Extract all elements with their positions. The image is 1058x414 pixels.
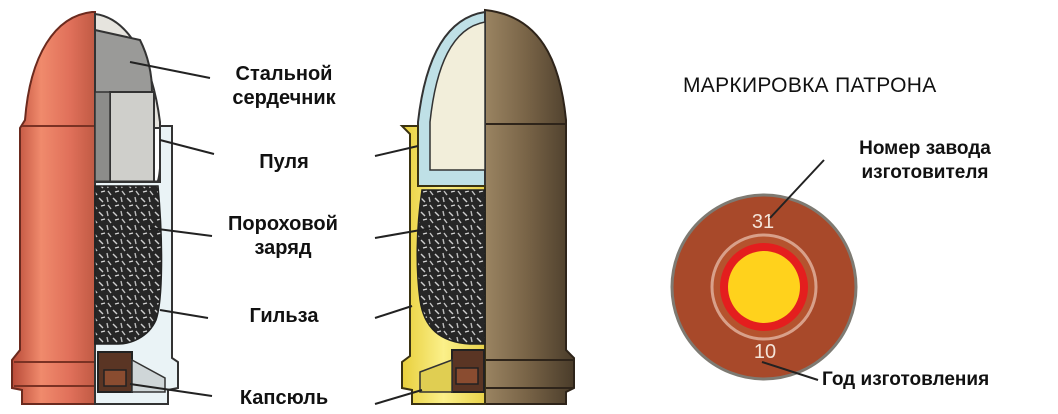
marking-title: МАРКИРОВКА ПАТРОНА bbox=[683, 74, 937, 98]
left-powder bbox=[95, 186, 162, 344]
label-primer: Капсюль bbox=[214, 386, 354, 410]
right-cartridge bbox=[402, 10, 574, 404]
label-factory-line2: изготовителя bbox=[830, 161, 1020, 185]
label-powder: Пороховой заряд bbox=[208, 212, 358, 260]
label-powder-line1: Пороховой bbox=[208, 212, 358, 236]
label-bullet: Пуля bbox=[214, 150, 354, 174]
factory-number: 31 bbox=[752, 211, 774, 233]
left-jacket bbox=[12, 12, 95, 404]
label-steel-core-line1: Стальной bbox=[214, 62, 354, 86]
label-steel-core-line2: сердечник bbox=[214, 86, 354, 110]
label-factory-number: Номер завода изготовителя bbox=[830, 137, 1020, 185]
label-year: Год изготовления bbox=[822, 368, 989, 392]
primer-yellow-center bbox=[728, 251, 800, 323]
label-steel-core: Стальной сердечник bbox=[214, 62, 354, 110]
headstamp: 31 10 bbox=[672, 160, 856, 380]
year-number: 10 bbox=[754, 341, 776, 363]
label-powder-line2: заряд bbox=[208, 236, 358, 260]
label-case: Гильза bbox=[214, 304, 354, 328]
right-powder bbox=[417, 190, 485, 344]
label-factory-line1: Номер завода bbox=[830, 137, 1020, 161]
right-outer-half bbox=[485, 10, 574, 404]
left-cartridge bbox=[12, 12, 178, 404]
